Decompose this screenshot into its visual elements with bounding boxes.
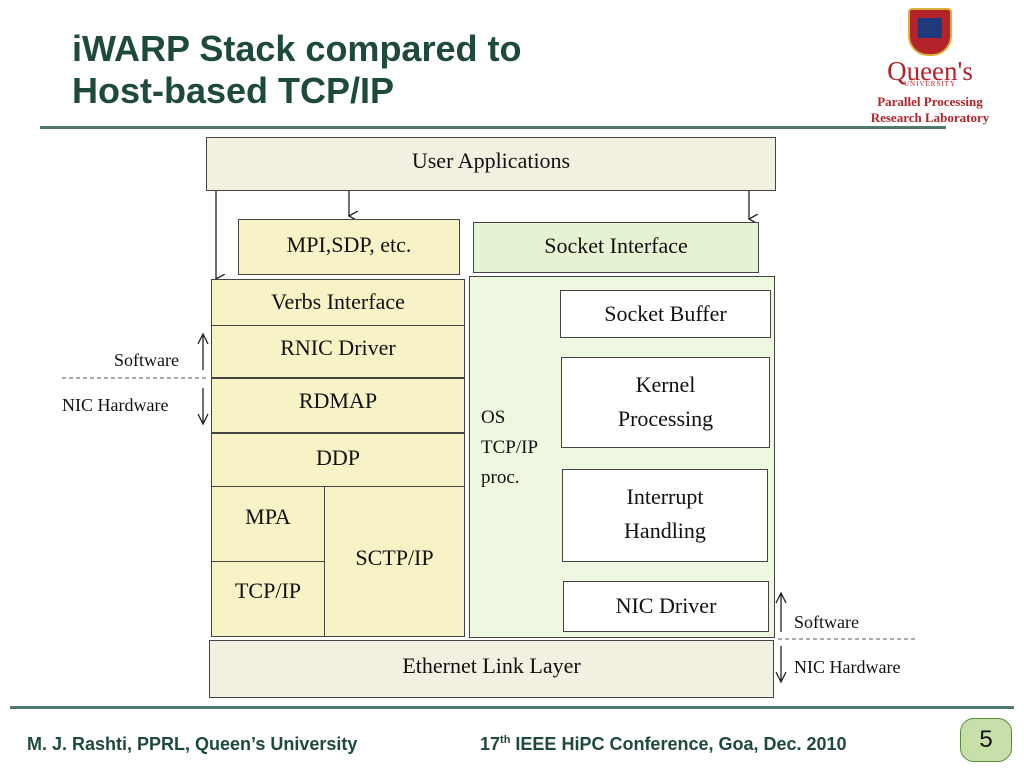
mpi-sdp-box: MPI,SDP, etc. xyxy=(238,219,460,275)
os-label-line-2: TCP/IP xyxy=(481,437,539,458)
os-label-line-3: proc. xyxy=(481,467,520,488)
user-applications-label: User Applications xyxy=(411,148,571,173)
verbs-interface-box: Verbs Interface xyxy=(211,279,465,326)
socket-buffer-label: Socket Buffer xyxy=(604,301,727,326)
title-line-2: Host-based TCP/IP xyxy=(72,70,395,111)
tcp-ip-label: TCP/IP xyxy=(234,578,302,603)
rdmap-label: RDMAP xyxy=(298,388,378,413)
ddp-label: DDP xyxy=(315,445,360,470)
conf-superscript: th xyxy=(500,734,511,746)
footer-conference: 17th IEEE HiPC Conference, Goa, Dec. 201… xyxy=(480,734,847,755)
logo-university: UNIVERSITY xyxy=(904,80,956,88)
rdmap-box: RDMAP xyxy=(211,378,465,433)
left-software-label: Software xyxy=(114,350,179,370)
left-nic-hardware-label: NIC Hardware xyxy=(62,395,169,415)
footer-author: M. J. Rashti, PPRL, Queen’s University xyxy=(27,734,358,754)
nic-driver-label: NIC Driver xyxy=(615,593,717,618)
left-hardware-arrow-icon xyxy=(197,388,209,426)
verbs-interface-label: Verbs Interface xyxy=(271,289,405,314)
os-tcpip-proc-label: OS TCP/IP proc. xyxy=(481,403,538,493)
conf-rest: IEEE HiPC Conference, Goa, Dec. 2010 xyxy=(510,734,847,754)
lab-name-line-1: Parallel Processing xyxy=(877,94,983,109)
ethernet-link-layer-label: Ethernet Link Layer xyxy=(402,653,581,678)
user-applications-box: User Applications xyxy=(206,137,776,191)
title-line-1: iWARP Stack compared to xyxy=(72,28,522,69)
interrupt-handling-box: Interrupt Handling xyxy=(562,469,768,562)
rnic-driver-label: RNIC Driver xyxy=(280,335,396,360)
title-divider xyxy=(40,126,946,129)
mpa-label: MPA xyxy=(245,504,291,529)
left-software-arrow-icon xyxy=(197,332,209,370)
sctp-ip-box: SCTP/IP xyxy=(324,486,465,637)
kernel-label-line-1: Kernel xyxy=(635,372,696,397)
tcp-ip-box: TCP/IP xyxy=(211,561,325,637)
kernel-processing-box: Kernel Processing xyxy=(561,357,770,448)
sctp-ip-label: SCTP/IP xyxy=(355,545,434,570)
kernel-label-line-2: Processing xyxy=(617,406,714,431)
mpi-sdp-label: MPI,SDP, etc. xyxy=(286,232,412,257)
rnic-driver-box: RNIC Driver xyxy=(211,325,465,378)
queens-logo: Queen's UNIVERSITY Parallel Processing R… xyxy=(868,8,992,126)
os-label-line-1: OS xyxy=(481,407,506,428)
conf-number: 17 xyxy=(480,734,501,754)
ethernet-link-layer-box: Ethernet Link Layer xyxy=(209,640,774,698)
interrupt-label-line-2: Handling xyxy=(624,518,706,543)
socket-buffer-box: Socket Buffer xyxy=(560,290,771,338)
socket-interface-label: Socket Interface xyxy=(544,233,688,258)
ddp-box: DDP xyxy=(211,433,465,487)
slide-title: iWARP Stack compared to Host-based TCP/I… xyxy=(72,28,521,112)
nic-driver-box: NIC Driver xyxy=(563,581,769,632)
logo-wordmark: Queen's xyxy=(887,56,973,86)
socket-interface-box: Socket Interface xyxy=(473,222,759,273)
lab-name-line-2: Research Laboratory xyxy=(870,110,990,125)
page-number: 5 xyxy=(979,726,993,753)
right-software-arrow-icon xyxy=(775,591,787,632)
mpa-box: MPA xyxy=(211,486,325,562)
crest-icon xyxy=(908,8,952,56)
page-number-badge: 5 xyxy=(960,718,1012,762)
right-hardware-arrow-icon xyxy=(775,646,787,684)
footer-divider xyxy=(10,706,1014,709)
interrupt-label-line-1: Interrupt xyxy=(626,484,704,509)
right-nic-hardware-label: NIC Hardware xyxy=(794,657,901,677)
right-software-label: Software xyxy=(794,612,859,632)
